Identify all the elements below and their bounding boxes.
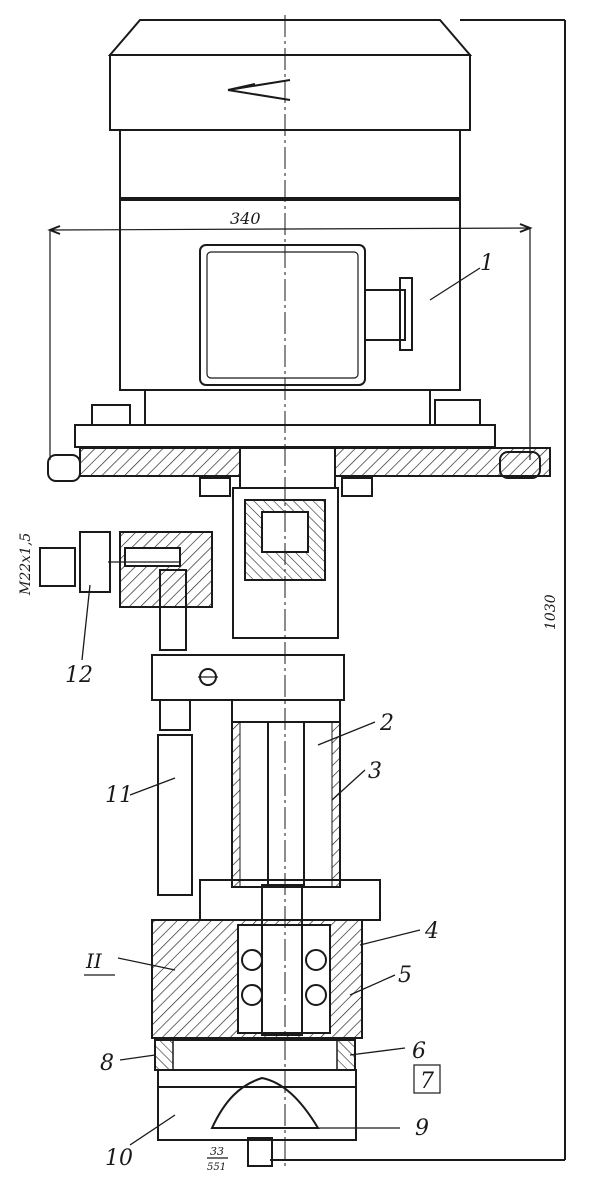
callout-12: 12: [65, 663, 93, 688]
callout-6: 6: [412, 1039, 426, 1064]
dimension-height-label: 1030: [543, 594, 559, 630]
bearing-block: [151, 879, 381, 1071]
mounting-flange: [47, 399, 551, 497]
section-mark: II: [85, 949, 103, 973]
column: [157, 699, 341, 896]
dimension-width-label: 340: [230, 209, 261, 228]
clamp-bar: [151, 654, 345, 701]
callout-2: 2: [379, 711, 394, 736]
callout-4: 4: [424, 919, 439, 944]
callout-9: 9: [415, 1116, 429, 1141]
callout-8: 8: [100, 1051, 114, 1076]
bolt-label: 33: [210, 1145, 224, 1158]
width-dimension: 340: [47, 209, 533, 460]
leader-lines: [81, 267, 481, 1146]
thread-label: M22x1,5: [18, 533, 34, 596]
impeller-housing: [157, 1069, 357, 1167]
callout-1: 1: [480, 251, 494, 276]
callout-10: 10: [105, 1146, 133, 1171]
bolt-sub-label: 551: [207, 1162, 226, 1173]
frame: [270, 19, 566, 1161]
callout-11: 11: [105, 783, 133, 808]
callout-5: 5: [398, 963, 412, 988]
callout-7: 7: [420, 1069, 434, 1094]
motor: [107, 19, 473, 425]
pipe-elbow: [39, 531, 213, 651]
callout-3: 3: [368, 759, 382, 784]
